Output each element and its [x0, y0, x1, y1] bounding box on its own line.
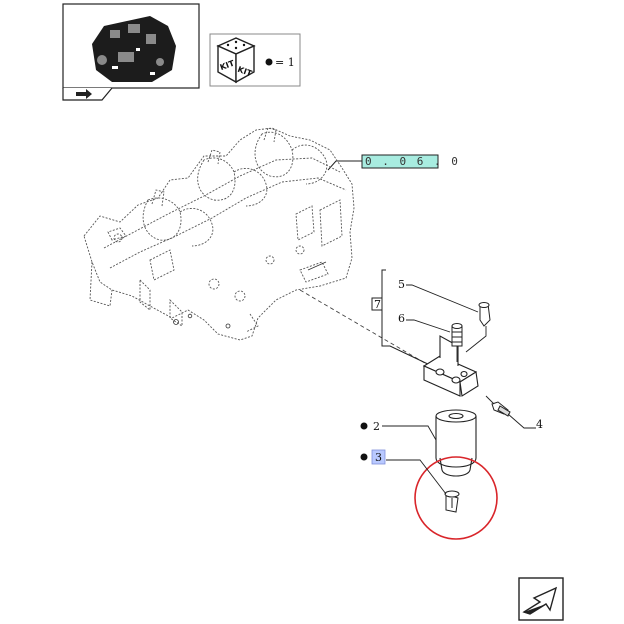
screw-part [478, 302, 491, 327]
next-page-arrow-icon[interactable] [518, 577, 564, 621]
assembly-leader-line [299, 289, 431, 367]
callout-6-label: 6 [398, 312, 405, 325]
callout-3-highlight [371, 449, 386, 465]
callout-6: 6 [398, 312, 463, 362]
callout-4: 4 [485, 395, 543, 431]
bolt-part [491, 401, 511, 417]
cylinder-head-drawing [83, 127, 355, 341]
kit-legend-value: = 1 [275, 56, 295, 69]
callout-2-label: 2 [373, 420, 380, 433]
callout-2-kit-bullet [360, 422, 368, 430]
callout-3-label: 3 [375, 451, 382, 464]
callout-3[interactable]: 3 [360, 449, 447, 495]
callout-5: 5 [398, 278, 491, 353]
callout-5-label: 5 [398, 278, 405, 291]
reference-code[interactable]: 0 . 0 6 . 0 [361, 154, 460, 169]
highlight-circle [414, 456, 498, 540]
kit-bullet-icon [265, 58, 273, 66]
cylinder-head-accents [173, 261, 327, 329]
callout-2: 2 [360, 420, 437, 441]
drain-valve-part [444, 490, 460, 513]
fuel-filter-cartridge [435, 409, 477, 477]
kit-legend: KIT KIT = 1 [209, 33, 301, 87]
mounting-bracket [422, 335, 479, 397]
reference-code-text: 0 . 0 6 . 0 [365, 155, 460, 168]
callout-7-label: 7 [374, 298, 381, 311]
callout-4-label: 4 [536, 418, 543, 431]
engine-thumbnail[interactable] [62, 3, 200, 89]
callout-7-box [371, 297, 383, 311]
callout-3-kit-bullet [360, 453, 368, 461]
callout-7-group [381, 269, 433, 367]
plug-part [451, 323, 463, 347]
kit-box-icon: KIT KIT [216, 37, 256, 84]
prev-arrow-icon[interactable] [62, 87, 113, 101]
